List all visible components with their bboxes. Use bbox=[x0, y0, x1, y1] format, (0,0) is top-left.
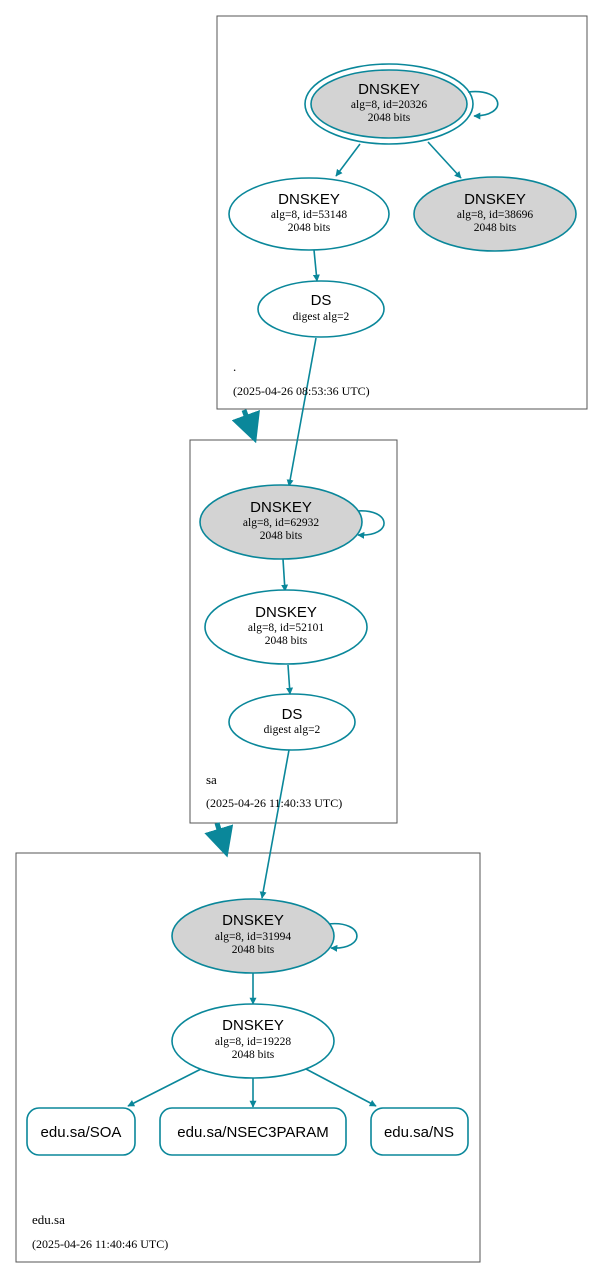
node-type-label: DNSKEY bbox=[358, 81, 420, 98]
edge-sa-zsk-to-ds bbox=[286, 664, 294, 695]
node-type-label: DS bbox=[311, 292, 332, 309]
node-detail-label: 2048 bits bbox=[288, 222, 331, 234]
zone-name-edu-sa: edu.sa bbox=[32, 1212, 65, 1227]
rrset-soa[interactable]: edu.sa/SOA bbox=[26, 1107, 136, 1156]
node-type-label: DNSKEY bbox=[222, 912, 284, 929]
zone-name-root: . bbox=[233, 359, 236, 374]
node-detail-label: alg=8, id=53148 bbox=[271, 209, 347, 221]
edge-sa-ds-to-edu-ksk bbox=[259, 749, 290, 899]
zone-timestamp-edu-sa: (2025-04-26 11:40:46 UTC) bbox=[32, 1237, 168, 1251]
self-loop-edu-ksk bbox=[327, 922, 358, 952]
node-detail-label: 2048 bits bbox=[474, 222, 517, 234]
node-detail-label: alg=8, id=52101 bbox=[248, 622, 324, 634]
edge-edu-zsk-to-soa bbox=[127, 1068, 202, 1107]
node-detail-label: 2048 bits bbox=[232, 944, 275, 956]
rrset-label: edu.sa/NS bbox=[384, 1124, 454, 1141]
node-sa-ds[interactable]: DS digest alg=2 bbox=[228, 693, 356, 751]
rrset-nsec3param[interactable]: edu.sa/NSEC3PARAM bbox=[159, 1107, 347, 1156]
rrset-label: edu.sa/NSEC3PARAM bbox=[177, 1124, 328, 1141]
node-detail-label: digest alg=2 bbox=[264, 724, 321, 736]
edge-edu-zsk-to-ns bbox=[305, 1068, 377, 1107]
self-loop-sa-ksk bbox=[355, 510, 385, 539]
node-type-label: DNSKEY bbox=[250, 499, 312, 516]
edge-root-ksk-to-key3 bbox=[427, 141, 462, 179]
node-edu-ksk[interactable]: DNSKEY alg=8, id=31994 2048 bits bbox=[171, 898, 335, 974]
delegation-arrow-root-to-sa bbox=[231, 409, 260, 444]
node-detail-label: digest alg=2 bbox=[293, 311, 350, 323]
node-detail-label: 2048 bits bbox=[368, 112, 411, 124]
edge-root-ds-to-sa-ksk bbox=[286, 337, 317, 487]
edge-sa-ksk-to-zsk bbox=[281, 558, 289, 592]
self-loop-root-ksk bbox=[467, 90, 499, 120]
node-detail-label: alg=8, id=19228 bbox=[215, 1036, 291, 1048]
node-type-label: DNSKEY bbox=[278, 191, 340, 208]
zone-name-sa: sa bbox=[206, 772, 217, 787]
node-sa-zsk[interactable]: DNSKEY alg=8, id=52101 2048 bits bbox=[204, 589, 368, 665]
zone-box-edu-sa bbox=[15, 852, 481, 1263]
node-type-label: DS bbox=[282, 706, 303, 723]
node-edu-zsk[interactable]: DNSKEY alg=8, id=19228 2048 bits bbox=[171, 1003, 335, 1079]
node-type-label: DNSKEY bbox=[222, 1017, 284, 1034]
node-detail-label: 2048 bits bbox=[265, 635, 308, 647]
zone-box-sa bbox=[189, 439, 398, 824]
rrset-ns[interactable]: edu.sa/NS bbox=[370, 1107, 469, 1156]
node-detail-label: alg=8, id=20326 bbox=[351, 99, 427, 111]
node-detail-label: 2048 bits bbox=[232, 1049, 275, 1061]
zone-timestamp-sa: (2025-04-26 11:40:33 UTC) bbox=[206, 796, 342, 810]
node-root-zsk[interactable]: DNSKEY alg=8, id=53148 2048 bits bbox=[228, 177, 390, 251]
node-type-label: DNSKEY bbox=[255, 604, 317, 621]
node-detail-label: alg=8, id=31994 bbox=[215, 931, 291, 943]
zone-timestamp-root: (2025-04-26 08:53:36 UTC) bbox=[233, 384, 370, 398]
node-root-ds[interactable]: DS digest alg=2 bbox=[257, 280, 385, 338]
edge-root-ksk-to-zsk bbox=[335, 143, 361, 177]
delegation-arrow-sa-to-edu bbox=[204, 822, 234, 858]
node-detail-label: alg=8, id=38696 bbox=[457, 209, 533, 221]
rrset-label: edu.sa/SOA bbox=[41, 1124, 122, 1141]
node-root-key3[interactable]: DNSKEY alg=8, id=38696 2048 bits bbox=[413, 176, 577, 252]
node-root-ksk[interactable]: DNSKEY alg=8, id=20326 2048 bits bbox=[304, 63, 474, 145]
zone-box-root bbox=[216, 15, 588, 410]
node-type-label: DNSKEY bbox=[464, 191, 526, 208]
node-detail-label: alg=8, id=62932 bbox=[243, 517, 319, 529]
edge-root-zsk-to-ds bbox=[312, 249, 320, 282]
node-sa-ksk[interactable]: DNSKEY alg=8, id=62932 2048 bits bbox=[199, 484, 363, 560]
node-detail-label: 2048 bits bbox=[260, 530, 303, 542]
